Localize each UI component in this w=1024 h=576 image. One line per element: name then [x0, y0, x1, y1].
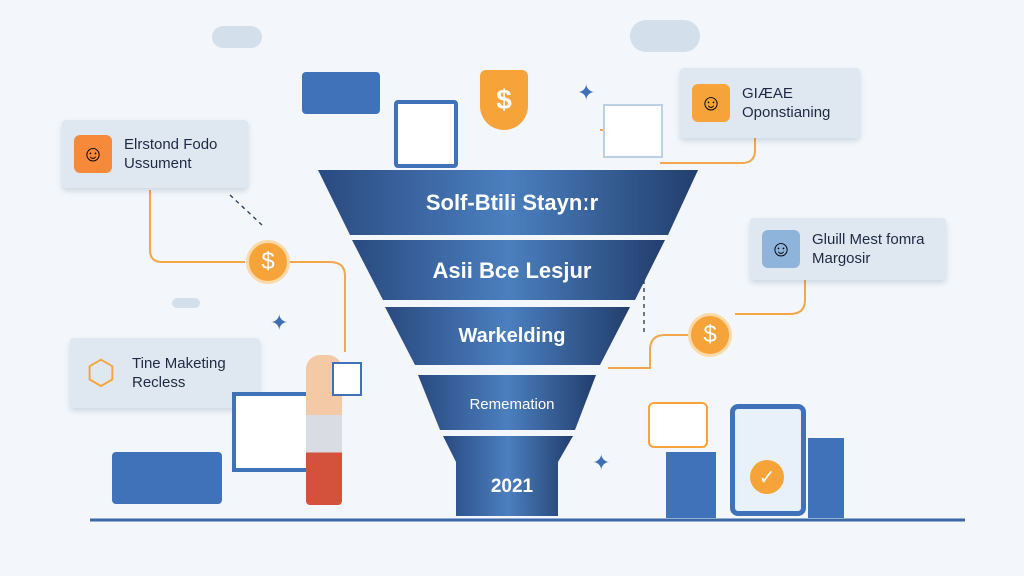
- card-subtitle: Ussument: [124, 155, 192, 172]
- funnel-layer-5: [443, 436, 573, 516]
- funnel-layer-label: Solf-Btili Staynːr: [425, 190, 599, 215]
- sparkle-icon: ✦: [577, 80, 596, 105]
- person-avatar-icon: ☺: [74, 135, 112, 173]
- funnel-layer-4: [418, 375, 596, 430]
- shield-dollar-icon: $: [480, 70, 528, 130]
- cloud-decoration: [212, 26, 262, 48]
- card-subtitle: Recless: [132, 374, 186, 391]
- building-illustration: [808, 438, 844, 518]
- card-title: Elrstond Fodo: [124, 136, 218, 153]
- hexagon-logo-icon: ⬡: [86, 354, 116, 392]
- card-title: Tine Maketing: [132, 355, 226, 372]
- funnel-layer-2: [352, 240, 665, 300]
- funnel-layer-label: Warkelding: [458, 325, 566, 347]
- desk-device-illustration: [112, 452, 222, 504]
- card-subtitle: Margosir: [812, 250, 871, 267]
- cloud-decoration: [172, 298, 200, 308]
- card-title: Gluill Mest fomra: [812, 231, 925, 248]
- dollar-coin-icon: $: [688, 313, 732, 357]
- checkmark-icon: ✓: [750, 460, 784, 494]
- funnel-layer-label: Asii Bce Lesjur: [432, 258, 592, 283]
- monitor-illustration: [232, 392, 314, 472]
- phone-chart-illustration: [730, 404, 806, 516]
- card-subtitle: Oponstianing: [742, 104, 831, 121]
- funnel-layer-3: [385, 307, 630, 365]
- cloud-decoration: [630, 20, 700, 52]
- funnel-layer-1: [318, 170, 698, 235]
- card-top-right: ☺ GIÆAE Oponstianing: [680, 68, 860, 138]
- funnel-layer-label: Rememation: [469, 396, 555, 413]
- man-avatar-icon: ☺: [762, 230, 800, 268]
- clipboard-icon: [332, 362, 362, 396]
- server-illustration: [666, 452, 716, 518]
- chat-bubble-icon: [648, 402, 708, 448]
- dollar-coin-icon: $: [246, 240, 290, 284]
- funnel-layer-label: 2021: [490, 476, 534, 497]
- sparkle-icon: ✦: [270, 310, 289, 335]
- document-tablet-icon: [394, 100, 458, 168]
- woman-avatar-icon: ☺: [692, 84, 730, 122]
- report-board-icon: [603, 104, 663, 158]
- sparkle-icon: ✦: [592, 450, 611, 475]
- chat-bubble-icon: [302, 72, 380, 114]
- card-title: GIÆAE: [742, 85, 793, 102]
